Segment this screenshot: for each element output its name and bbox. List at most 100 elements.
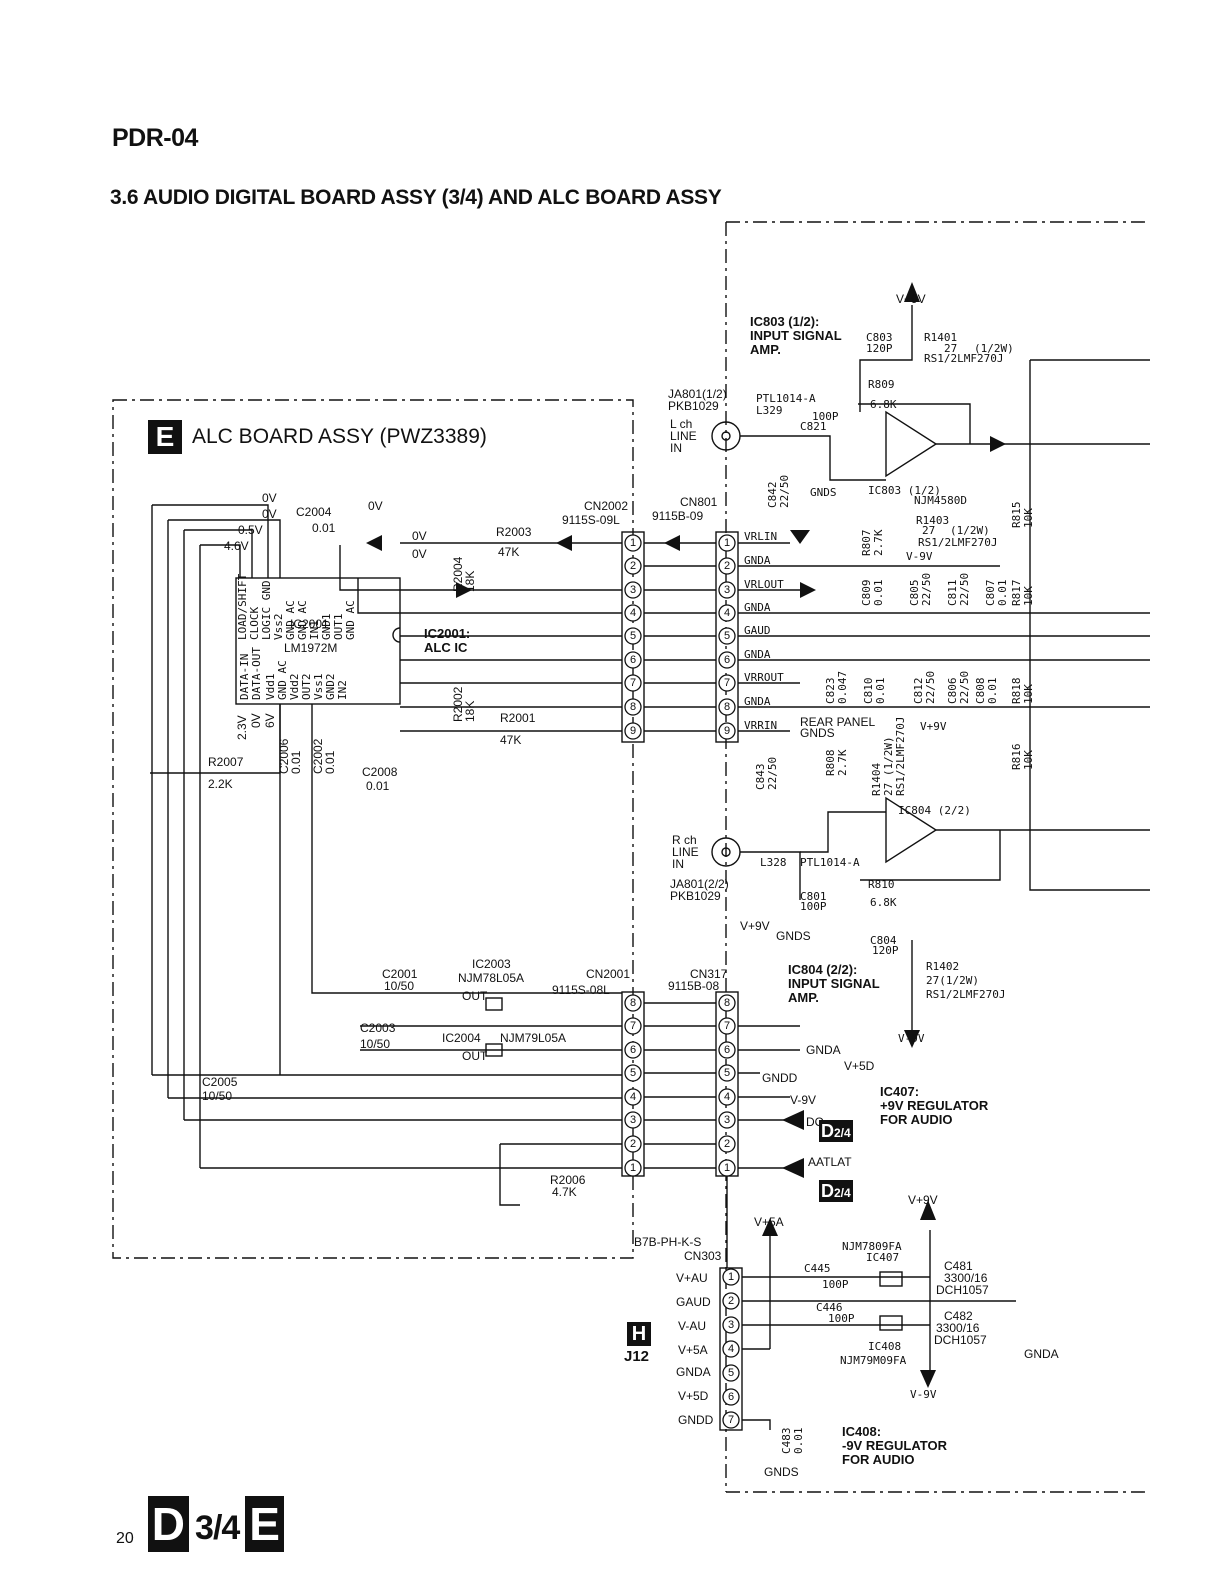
board-badge-d-aatlat: D2/4 (819, 1180, 853, 1202)
svg-text:PTL1014-A: PTL1014-A (800, 856, 860, 869)
svg-text:10K: 10K (1022, 750, 1035, 770)
svg-text:R816: R816 (1010, 744, 1023, 771)
svg-text:10K: 10K (1022, 508, 1035, 528)
svg-text:C482: C482 (944, 1309, 973, 1323)
connector-j12-label: J12 (624, 1348, 650, 1365)
svg-text:0.01: 0.01 (874, 678, 887, 705)
cn2001-pin-number: 4 (630, 1091, 636, 1103)
page-footer: 20 D 3/4 E (116, 1496, 284, 1552)
svg-text:-9V REGULATOR: -9V REGULATOR (842, 1438, 948, 1453)
svg-text:6.8K: 6.8K (870, 896, 897, 909)
svg-text:OUT: OUT (462, 989, 488, 1003)
svg-text:10/50: 10/50 (202, 1089, 232, 1103)
svg-text:INPUT SIGNAL: INPUT SIGNAL (788, 976, 880, 991)
cn2002-pin-number: 1 (630, 537, 636, 549)
cn801-pin-number: 4 (724, 607, 730, 619)
cn801-pin-5 (718, 627, 736, 645)
svg-text:R1401: R1401 (924, 331, 957, 344)
svg-text:100P: 100P (800, 900, 827, 913)
svg-text:22/50: 22/50 (958, 671, 971, 704)
svg-text:REAR PANEL: REAR PANEL (800, 715, 875, 729)
svg-text:R1403: R1403 (916, 514, 949, 527)
cn2002-pin-number: 5 (630, 630, 636, 642)
svg-text:9115S-09L: 9115S-09L (562, 513, 620, 527)
ic2001-pin-label: GND AC (344, 600, 357, 640)
cn2002-pin-number: 6 (630, 654, 636, 666)
cn303-pin-number: 7 (728, 1414, 734, 1426)
svg-text:GAUD: GAUD (744, 624, 771, 637)
svg-text:C446: C446 (816, 1301, 843, 1314)
svg-text:27(1/2W): 27(1/2W) (926, 974, 979, 987)
svg-text:RS1/2LMF270J: RS1/2LMF270J (894, 717, 907, 796)
cn317-pin-number: 4 (724, 1091, 730, 1103)
cn2002-pin-number: 4 (630, 607, 636, 619)
board-badge-d-do: D2/4 (819, 1120, 853, 1142)
cn2001-pin-2 (624, 1135, 642, 1153)
ic803-sub1: INPUT SIGNAL (750, 328, 842, 343)
ic2001-pin-label: LOGIC GND (260, 580, 273, 640)
cn801-pin-number: 9 (724, 725, 730, 737)
ic803-title: IC803 (1/2): (750, 314, 819, 329)
svg-text:0.01: 0.01 (996, 580, 1009, 607)
cn801-pin-6 (718, 651, 736, 669)
cn317-pin-number: 1 (724, 1162, 730, 1174)
svg-text:0.01: 0.01 (323, 750, 337, 774)
svg-text:R817: R817 (1010, 580, 1023, 607)
svg-text:2.7K: 2.7K (836, 749, 849, 776)
cn303-pin-number: 1 (728, 1271, 734, 1283)
cn317-pin-number: 5 (724, 1067, 730, 1079)
svg-text:L328: L328 (760, 856, 787, 869)
cn801-pin-9 (718, 722, 736, 740)
svg-text:DCH1057: DCH1057 (934, 1333, 987, 1347)
svg-text:V+9V: V+9V (920, 720, 947, 733)
svg-text:100P: 100P (822, 1278, 849, 1291)
svg-text:2.2K: 2.2K (208, 777, 233, 791)
svg-text:R2006: R2006 (550, 1173, 586, 1187)
svg-text:(1/2W): (1/2W) (950, 524, 990, 537)
cn303-pin-2 (722, 1292, 740, 1310)
svg-text:C2002: C2002 (311, 738, 325, 774)
cn303-pin-number: 5 (728, 1367, 734, 1379)
svg-text:R815: R815 (1010, 502, 1023, 529)
alc-board-name: ALC BOARD ASSY (PWZ3389) (192, 425, 487, 448)
svg-text:DCH1057: DCH1057 (936, 1283, 989, 1297)
ic2001-pin-label: IN2 (336, 680, 349, 700)
svg-text:C809: C809 (860, 580, 873, 607)
svg-text:C481: C481 (944, 1259, 973, 1273)
svg-text:C804: C804 (870, 934, 897, 947)
svg-text:V-9V: V-9V (906, 550, 933, 563)
svg-text:R818: R818 (1010, 678, 1023, 705)
cn801-pin-number: 2 (724, 560, 730, 572)
svg-text:GNDA: GNDA (744, 554, 771, 567)
traces-cn2002-cn801 (150, 504, 1150, 1430)
svg-text:0V: 0V (412, 547, 427, 561)
svg-text:2.3V: 2.3V (235, 715, 249, 740)
svg-text:PKB1029: PKB1029 (668, 399, 719, 413)
svg-text:LM1972M: LM1972M (284, 641, 337, 655)
svg-text:GNDA: GNDA (676, 1365, 711, 1379)
svg-text:C808: C808 (974, 678, 987, 705)
ic2001-pin-label: Vss2 (272, 614, 285, 641)
model-number: PDR-04 (112, 124, 198, 152)
board-badge-e: E (148, 420, 182, 454)
svg-text:AATLAT: AATLAT (808, 1155, 852, 1169)
cn317-pin-number: 2 (724, 1138, 730, 1150)
ic2001-pin-label: IN1 (308, 620, 321, 640)
cn2002-pin-6 (624, 651, 642, 669)
cn303-pin-1 (722, 1268, 740, 1286)
cn303-pin-3 (722, 1316, 740, 1334)
ic2001-pin-label: OUT2 (300, 674, 313, 701)
svg-text:100P: 100P (828, 1312, 855, 1325)
cn2002-pin-number: 9 (630, 725, 636, 737)
ic407-symbol (879, 1271, 903, 1287)
svg-text:V+5D: V+5D (844, 1059, 875, 1073)
board-badge-h: H (627, 1322, 651, 1346)
signal-arrows (366, 282, 1006, 1388)
svg-text:NJM79M09FA: NJM79M09FA (840, 1354, 907, 1367)
svg-text:C821: C821 (800, 420, 827, 433)
footer-badge-d: D (147, 1496, 190, 1552)
cn801-pin-1 (718, 534, 736, 552)
svg-text:R2001: R2001 (500, 711, 536, 725)
ic2001-pin-label: GND1 (320, 614, 333, 641)
svg-text:18K: 18K (463, 701, 477, 722)
